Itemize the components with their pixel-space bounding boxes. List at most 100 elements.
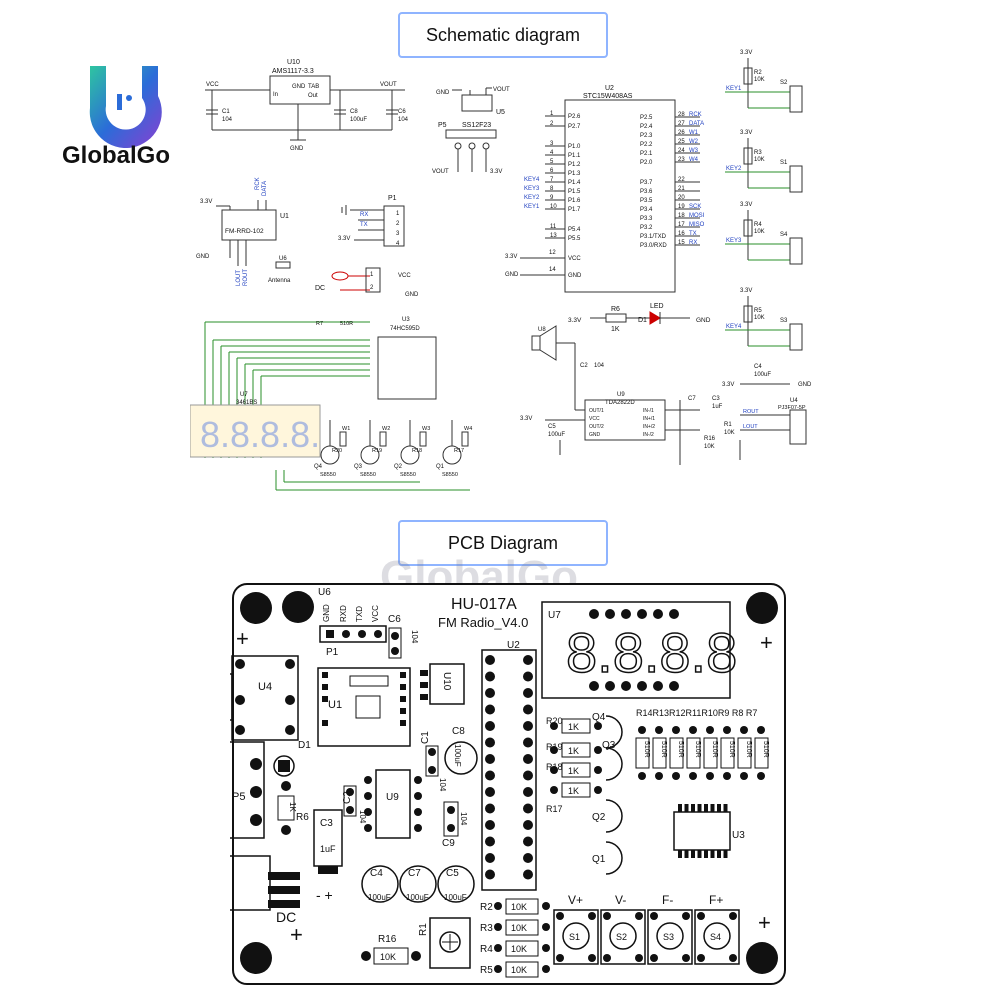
pcb-title-text: PCB Diagram [447, 532, 559, 553]
plus-mark-br: + [758, 910, 771, 935]
u2-pin-name: P3.4 [640, 207, 653, 213]
u2-pin-num: 5 [550, 159, 554, 165]
pcb-c8-body [444, 741, 478, 775]
u2-pin-name: P1.1 [568, 153, 581, 159]
pcb-button-label: F+ [709, 893, 723, 907]
pcb-p1-vcc: VCC [371, 605, 380, 622]
pcb-c1: C1 [420, 731, 431, 744]
u2-pin-name: P1.4 [568, 180, 581, 186]
transistor-net: W4 [464, 426, 472, 432]
c6-value: 104 [398, 117, 409, 123]
u2-pin-num: 3 [550, 141, 554, 147]
u5-switch [445, 87, 497, 172]
pcb-r20: R20 [546, 716, 563, 726]
u2-pin-num: 9 [550, 195, 554, 201]
u2-pin-num: 18 [678, 213, 685, 219]
pcb-c7: C7 [408, 868, 421, 879]
u1-ref: U1 [280, 213, 289, 220]
u2-pin-num: 24 [678, 148, 685, 154]
switch-resistor-value: 10K [754, 315, 765, 321]
c1-value: 104 [222, 117, 233, 123]
u2-key3: KEY3 [524, 186, 540, 192]
pcb-p1-txd: TXD [355, 606, 364, 622]
u3-body [377, 336, 437, 400]
led-gnd: GND [696, 317, 711, 324]
u2-pin-name: P3.5 [640, 198, 653, 204]
u10-regulator [205, 75, 405, 141]
pcb-c1-body [425, 745, 439, 777]
pcb-c8: C8 [452, 726, 465, 737]
u2-pin-name: P3.2 [640, 225, 653, 231]
u2-pin-name: P3.6 [640, 189, 653, 195]
u2-pin-net: W1 [689, 130, 699, 136]
pcb-button-label: F- [662, 893, 673, 907]
pcb-u7-pads [589, 609, 679, 691]
u2-key2: KEY2 [524, 195, 540, 201]
u4-rout: ROUT [743, 409, 759, 415]
u4-audio-jack [739, 409, 807, 460]
u10-pin-in: In [273, 92, 278, 98]
u2-pin-num: 27 [678, 121, 685, 127]
transistor-part: S8550 [400, 472, 416, 478]
pcb-u7: U7 [548, 610, 561, 621]
p1-3v3: 3.3V [338, 236, 350, 242]
u2-pin-name: P5.5 [568, 236, 581, 242]
pcb-r16-value: 10K [380, 952, 396, 962]
switch-key-net: KEY4 [726, 324, 742, 330]
pcb-p1-header [319, 625, 387, 643]
r16-ref-sch: R16 [704, 436, 716, 442]
u2-pin-net: RX [689, 240, 697, 246]
u2-pin-name: P1.3 [568, 171, 581, 177]
mount-hole-tl [240, 592, 272, 624]
pcb-u9-chip [375, 769, 411, 839]
u1-data: DATA [262, 181, 268, 196]
p5-vout: VOUT [432, 169, 449, 175]
u2-gnd-label: GND [568, 273, 582, 279]
pcb-r6-body [277, 795, 295, 821]
u9-pin-inp2: IN+/2 [643, 424, 655, 430]
u9-pin-inp1: IN+/1 [643, 416, 655, 422]
pcb-u1-crystal [349, 675, 389, 687]
pcb-c5-value: 100uF [444, 893, 467, 902]
u2-pin-net: W2 [689, 139, 699, 145]
pcb-u1: U1 [328, 699, 342, 711]
switch-resistor-value: 10K [754, 157, 765, 163]
u2-pin-num: 28 [678, 112, 685, 118]
pcb-u9: U9 [386, 792, 399, 803]
pcb-p1-gnd: GND [322, 604, 331, 622]
u2-pin-num: 13 [550, 233, 557, 239]
c4-3v3: 3.3V [722, 382, 734, 388]
c5-ref: C5 [548, 424, 556, 430]
pcb-c8-value: 100uF [453, 744, 462, 767]
plus-mark-tr: + [760, 630, 773, 655]
u9-pin-out1: OUT/1 [589, 408, 604, 414]
pcb-u3-chip [673, 811, 731, 851]
pcb-title: PCB Diagram [398, 520, 608, 566]
plus-mark-bl: + [290, 922, 303, 947]
switch-ref: S3 [780, 318, 788, 324]
u10-vout: VOUT [380, 82, 397, 88]
p1-ref: P1 [388, 195, 397, 202]
u9-pin-in-2: IN-/2 [643, 432, 654, 438]
u2-pin-num: 7 [550, 177, 554, 183]
u2-pin-name: P1.0 [568, 144, 581, 150]
schematic-diagram: U10 AMS1117-3.3 In GND TAB Out VCC VOUT … [190, 50, 812, 491]
switch-key-net: KEY1 [726, 86, 742, 92]
u4-part: PJ3F07-5P [778, 405, 806, 411]
mount-hole-bl [240, 942, 272, 974]
pcb-dc-jack [230, 855, 271, 911]
pcb-dc: DC [276, 909, 296, 925]
mount-hole-tr [746, 592, 778, 624]
c4-gnd: GND [798, 382, 812, 388]
pcb-u1-chip [355, 695, 381, 719]
u10-ref: U10 [287, 59, 300, 66]
u2-pin-num: 8 [550, 186, 554, 192]
u2-pin-name: P2.7 [568, 124, 581, 130]
pcb-c9-body [443, 801, 459, 837]
u2-pin-num: 25 [678, 139, 685, 145]
pcb-1k-value: 1K [568, 766, 579, 776]
r1-value-sch: 10K [724, 430, 735, 436]
pcb-c3: C3 [320, 818, 333, 829]
